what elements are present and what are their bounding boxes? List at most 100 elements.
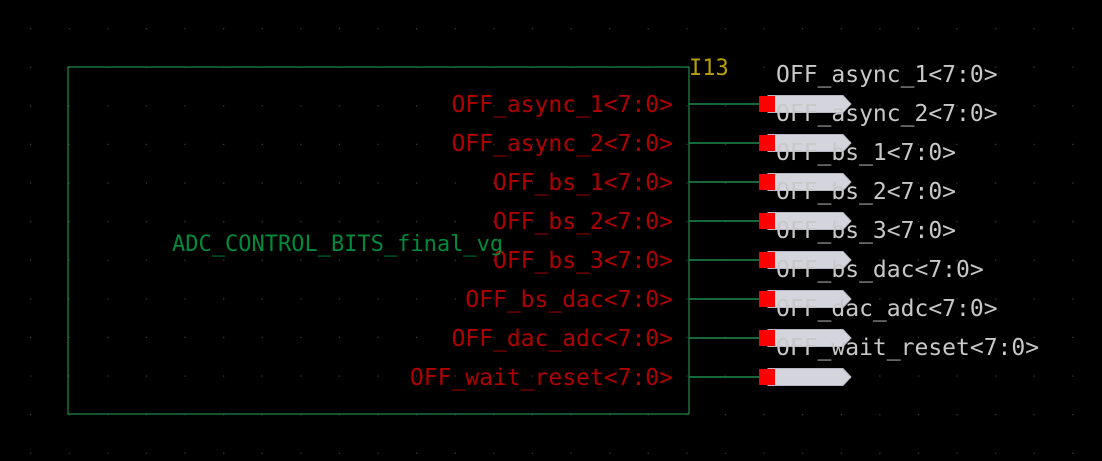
grid-dot: [454, 259, 456, 261]
grid-dot: [261, 452, 263, 454]
grid-dot: [917, 66, 920, 68]
grid-dot: [338, 105, 341, 107]
grid-dot: [377, 259, 379, 261]
grid-dot: [300, 336, 302, 339]
pin-terminal[interactable]: [759, 213, 775, 229]
grid-dot: [145, 221, 148, 223]
grid-dot: [956, 375, 958, 377]
grid-dot: [531, 259, 534, 261]
pin-3[interactable]: OFF_bs_1<7:0>OFF_bs_1<7:0>: [493, 140, 956, 196]
grid-dot: [416, 105, 418, 107]
pin-5[interactable]: OFF_bs_3<7:0>OFF_bs_3<7:0>: [493, 218, 956, 274]
grid-dot: [570, 143, 572, 146]
grid-dot: [454, 28, 456, 30]
grid-dot: [879, 259, 881, 261]
grid-dot: [493, 221, 495, 223]
grid-dot: [493, 414, 495, 416]
grid-dot: [1072, 143, 1074, 146]
grid-dot: [917, 182, 920, 184]
pin-terminal[interactable]: [759, 369, 775, 385]
grid-dot: [107, 336, 109, 339]
grid-dot: [647, 182, 649, 184]
grid-dot: [531, 336, 534, 339]
grid-dot: [261, 414, 263, 416]
grid-dot: [647, 375, 649, 377]
pin-4[interactable]: OFF_bs_2<7:0>OFF_bs_2<7:0>: [493, 179, 956, 235]
grid-dot: [1072, 105, 1074, 107]
pin-2[interactable]: OFF_async_2<7:0>OFF_async_2<7:0>: [451, 101, 997, 157]
pin-8[interactable]: OFF_wait_reset<7:0>OFF_wait_reset<7:0>: [410, 335, 1039, 391]
grid-dot: [879, 221, 881, 223]
pin-label: OFF_async_1<7:0>: [451, 92, 673, 118]
instance-symbol-outline[interactable]: [67, 66, 690, 415]
grid-dot: [1033, 66, 1035, 68]
grid-dot: [995, 452, 997, 454]
grid-dot: [570, 105, 572, 107]
grid-dot: [840, 66, 842, 68]
grid-dot: [647, 336, 649, 339]
grid-dot: [493, 298, 495, 300]
grid-dot: [493, 452, 495, 454]
grid-dot: [184, 298, 186, 300]
grid-dot: [454, 221, 456, 223]
grid-dot: [1072, 221, 1074, 223]
pin-label: OFF_wait_reset<7:0>: [410, 365, 673, 391]
pin-terminal[interactable]: [759, 96, 775, 112]
net-label: OFF_async_2<7:0>: [776, 101, 998, 127]
pin-label: OFF_dac_adc<7:0>: [451, 326, 673, 352]
grid-dot: [802, 452, 804, 454]
grid-dot: [1072, 259, 1074, 261]
grid-dot: [995, 28, 997, 30]
grid-dot: [686, 414, 688, 416]
grid-dot: [917, 336, 920, 339]
grid-dot: [107, 259, 109, 261]
grid-dot: [570, 182, 572, 184]
pin-terminal[interactable]: [759, 252, 775, 268]
grid-dot: [956, 182, 958, 184]
grid-dot: [223, 259, 225, 261]
grid-dot: [493, 182, 495, 184]
grid-dot: [1072, 28, 1074, 30]
pin-terminal[interactable]: [759, 291, 775, 307]
grid-dot: [917, 259, 920, 261]
cell-name-label: ADC_CONTROL_BITS_final_vg: [172, 232, 503, 257]
grid-dot: [609, 375, 611, 377]
grid-dot: [261, 375, 263, 377]
grid-dot: [261, 143, 263, 146]
grid-dot: [493, 259, 495, 261]
pin-terminal[interactable]: [759, 135, 775, 151]
grid-dot: [686, 375, 688, 377]
grid-dot: [454, 298, 456, 300]
pin-terminal[interactable]: [759, 174, 775, 190]
grid-dot: [30, 66, 32, 68]
grid-dot: [184, 414, 186, 416]
grid-dot: [570, 298, 572, 300]
grid-dot: [647, 221, 649, 223]
grid-dot: [493, 336, 495, 339]
grid-dot: [377, 452, 379, 454]
grid-dot: [1033, 452, 1035, 454]
grid-dot: [300, 414, 302, 416]
grid-dot: [724, 452, 727, 454]
grid-dot: [917, 221, 920, 223]
grid-dot: [956, 336, 958, 339]
pin-6[interactable]: OFF_bs_dac<7:0>OFF_bs_dac<7:0>: [465, 257, 983, 313]
grid-dot: [1072, 452, 1074, 454]
pin-1[interactable]: OFF_async_1<7:0>OFF_async_1<7:0>: [451, 62, 997, 118]
grid-dot: [300, 375, 302, 377]
grid-dot: [454, 105, 456, 107]
grid-dot: [609, 414, 611, 416]
pin-terminal[interactable]: [759, 330, 775, 346]
grid-dot: [995, 414, 997, 416]
grid-dot: [531, 298, 534, 300]
grid-dot: [1072, 414, 1074, 416]
grid-dot: [570, 259, 572, 261]
net-label: OFF_bs_dac<7:0>: [776, 257, 984, 283]
grid-dot: [300, 28, 302, 30]
grid-dot: [261, 105, 263, 107]
net-connector[interactable]: [767, 368, 852, 386]
pin-7[interactable]: OFF_dac_adc<7:0>OFF_dac_adc<7:0>: [451, 296, 997, 352]
grid-dot: [531, 452, 534, 454]
grid-dot: [454, 375, 456, 377]
